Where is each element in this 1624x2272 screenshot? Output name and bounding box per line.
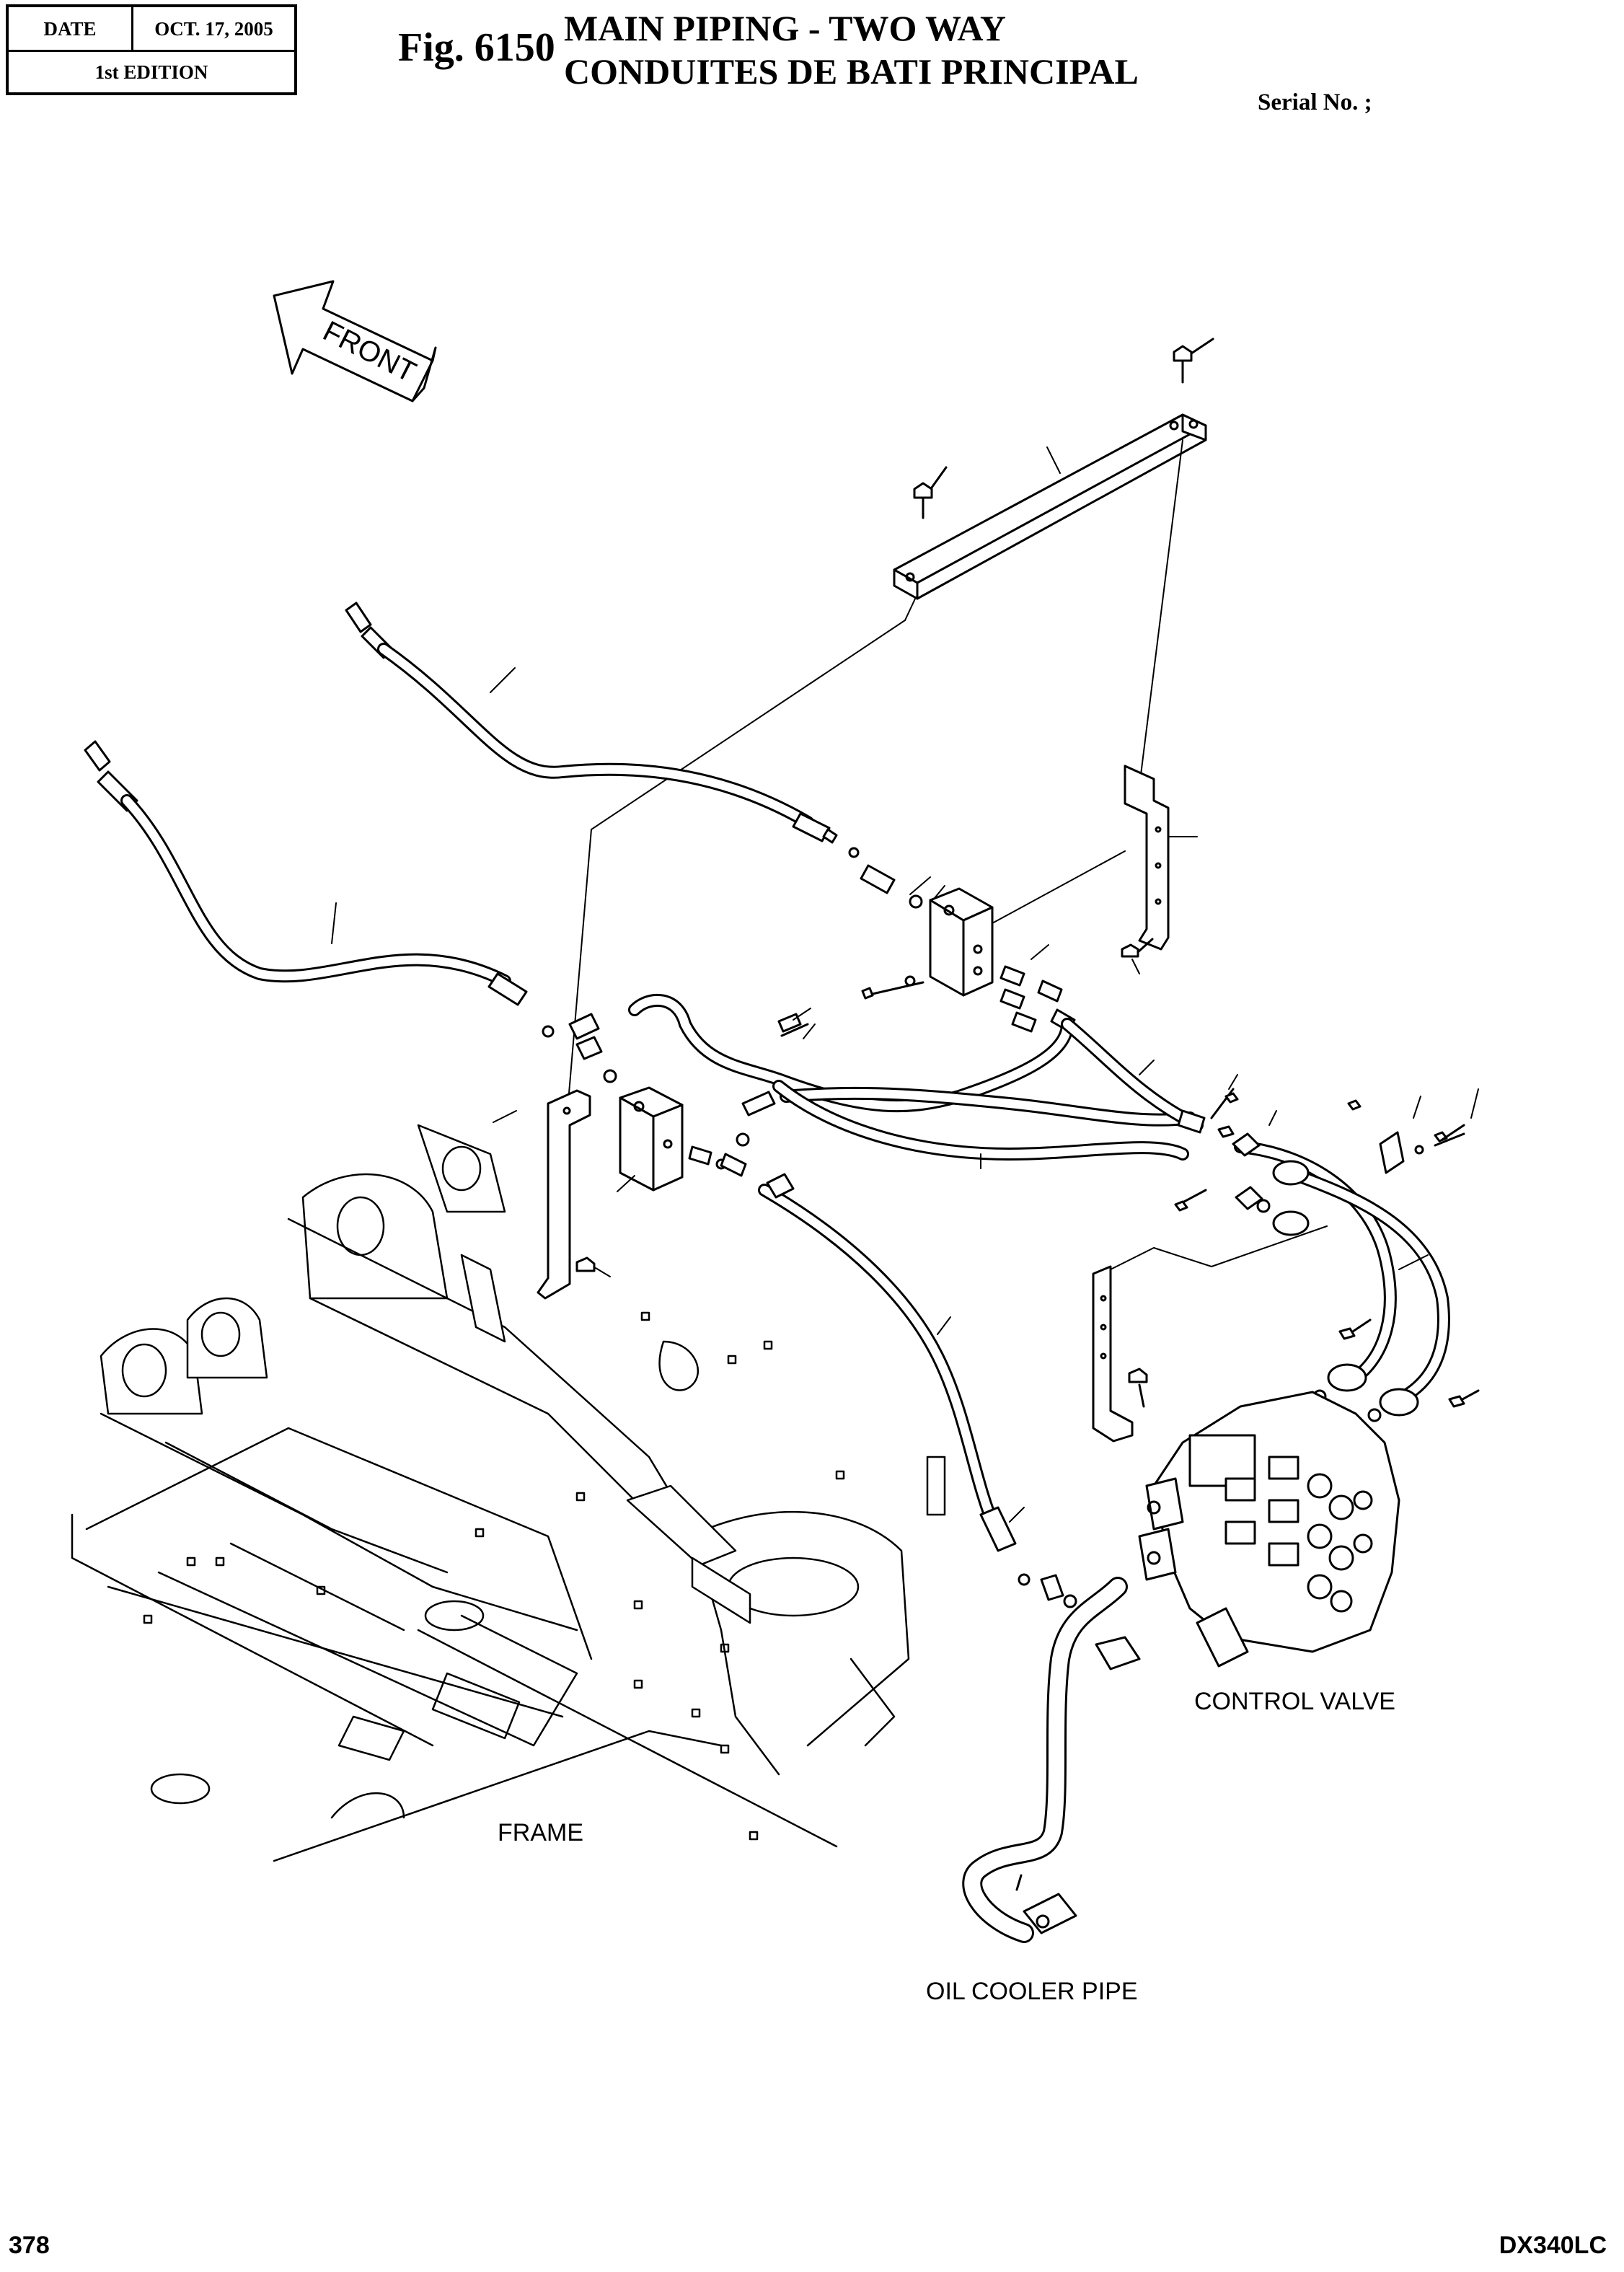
- pipe-support-bracket: [1092, 1225, 1480, 1443]
- title-french: CONDUITES DE BATI PRINCIPAL: [564, 51, 1139, 92]
- control-valve-label: CONTROL VALVE: [1194, 1688, 1395, 1715]
- page-number: 378: [9, 2232, 50, 2259]
- left-hose: [84, 740, 528, 1006]
- main-frame: [71, 1124, 946, 1862]
- front-arrow-icon: FRONT: [273, 280, 437, 402]
- tee-fittings: [542, 1008, 816, 1083]
- frame-label: FRAME: [498, 1819, 583, 1846]
- model-number: DX340LC: [1499, 2232, 1607, 2259]
- upper-hose: [345, 602, 838, 844]
- date-value: OCT. 17, 2005: [154, 17, 273, 40]
- elbow-fittings: [999, 944, 1076, 1033]
- title-english: MAIN PIPING - TWO WAY: [564, 8, 1007, 48]
- date-edition-box: DATE OCT. 17, 2005 1st EDITION: [6, 4, 297, 95]
- right-vertical-bracket: [1121, 765, 1198, 974]
- crossover-hoses: [628, 994, 1206, 1169]
- upper-valve-block: [861, 850, 1126, 1000]
- bolt-icon: [1174, 1092, 1465, 1212]
- bolt-icon: [913, 338, 1214, 519]
- steel-pipes: [1234, 1140, 1450, 1422]
- edition-label: 1st EDITION: [94, 61, 208, 83]
- split-flange-icons: [1183, 1074, 1479, 1210]
- lower-valve-block: [617, 1086, 750, 1192]
- left-l-bracket: [493, 1089, 611, 1300]
- oil-cooler-pipe-label: OIL COOLER PIPE: [926, 1978, 1138, 2005]
- control-valve-body: [1138, 1391, 1400, 1668]
- oil-cooler-pipe: [962, 1577, 1141, 1943]
- adapter-fittings: [848, 847, 945, 909]
- serial-number-label: Serial No. ;: [1258, 89, 1372, 115]
- figure-number: Fig. 6150: [398, 25, 555, 70]
- date-label: DATE: [43, 17, 97, 40]
- pressure-hose: [758, 1173, 1077, 1608]
- upper-support-bracket: [893, 413, 1207, 600]
